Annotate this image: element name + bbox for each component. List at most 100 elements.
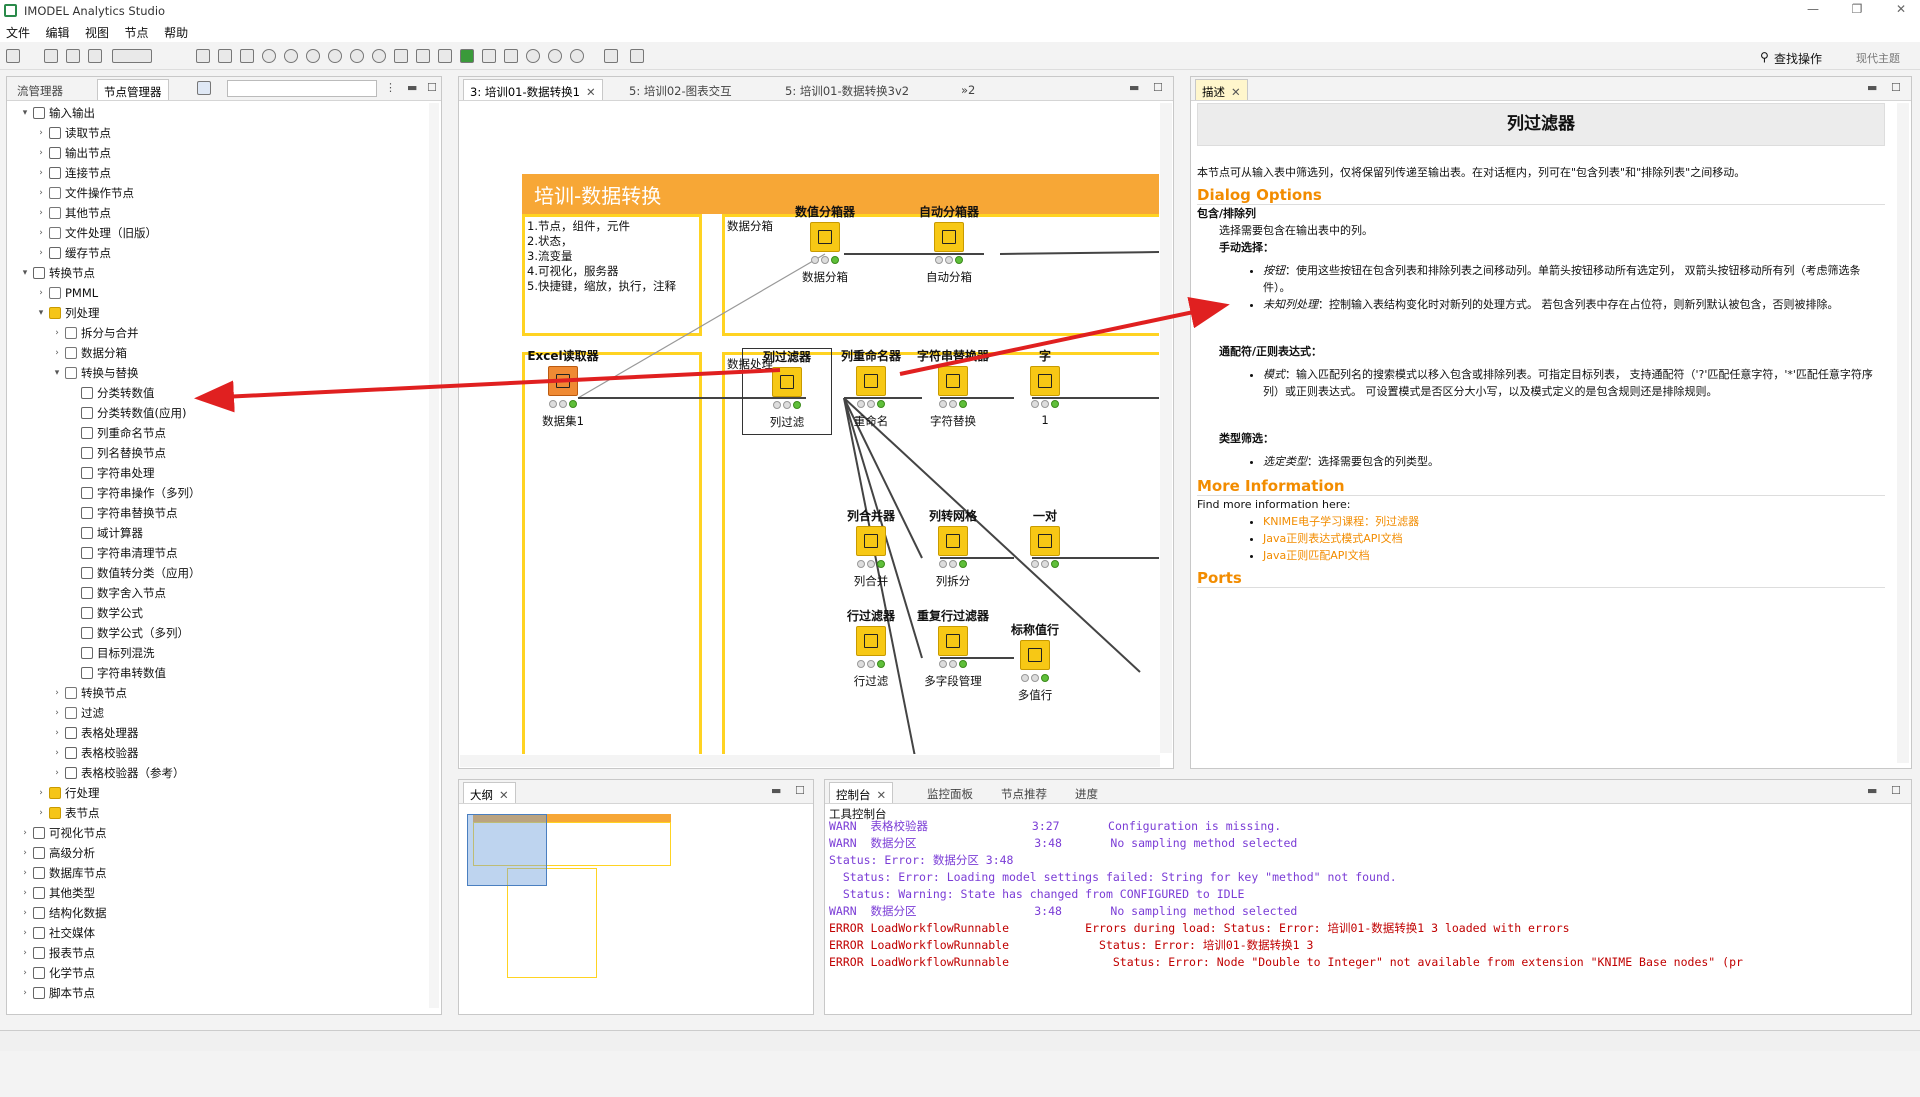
execute-step-icon[interactable]: [306, 49, 320, 63]
tab-flow-manager[interactable]: 流管理器: [11, 79, 69, 100]
tree-item[interactable]: 数字舍入节点: [67, 585, 166, 601]
tree-item[interactable]: ›表格处理器: [51, 725, 138, 741]
execute-icon[interactable]: [262, 49, 276, 63]
inspect-icon[interactable]: [438, 49, 452, 63]
chevron-down-icon[interactable]: ▾: [54, 368, 60, 378]
workflow-node[interactable]: 列合并器列合并: [826, 508, 916, 589]
tree-item[interactable]: ▾输入输出: [19, 105, 95, 121]
tree-item[interactable]: ›表格校验器（参考）: [51, 765, 184, 781]
tree-item[interactable]: ›可视化节点: [19, 825, 106, 841]
tree-item[interactable]: 数学公式（多列）: [67, 625, 189, 641]
chevron-right-icon[interactable]: ›: [55, 768, 59, 778]
cancel-all-icon[interactable]: [350, 49, 364, 63]
menu-file[interactable]: 文件: [6, 26, 31, 40]
tab-workflow-1[interactable]: 3: 培训01-数据转换1✕: [463, 79, 603, 100]
tree-item[interactable]: 列重命名节点: [67, 425, 166, 441]
search-icon[interactable]: ⚲: [1760, 50, 1769, 64]
close-outline-icon[interactable]: ✕: [499, 788, 509, 802]
save-all-icon[interactable]: [88, 49, 102, 63]
close-tab-icon[interactable]: ✕: [585, 85, 596, 99]
grid-icon[interactable]: [460, 49, 474, 63]
chevron-right-icon[interactable]: ›: [39, 788, 43, 798]
maximize-description-icon[interactable]: ☐: [1891, 81, 1901, 94]
chevron-right-icon[interactable]: ›: [39, 248, 43, 258]
tree-icon[interactable]: [240, 49, 254, 63]
tree-item[interactable]: ›PMML: [35, 285, 98, 301]
chevron-right-icon[interactable]: ›: [55, 708, 59, 718]
workflow-node[interactable]: 列转网格列拆分: [908, 508, 998, 589]
workflow-node[interactable]: 字符串替换器字符替换: [908, 348, 998, 429]
chevron-right-icon[interactable]: ›: [39, 208, 43, 218]
view-icon[interactable]: [416, 49, 430, 63]
tree-item[interactable]: ›表格校验器: [51, 745, 138, 761]
node-icon[interactable]: [856, 526, 886, 556]
cancel-icon[interactable]: [328, 49, 342, 63]
tree-item[interactable]: 域计算器: [67, 525, 143, 541]
workflow-node[interactable]: Excel读取器数据集1: [518, 348, 608, 429]
tab-outline[interactable]: 大纲✕: [463, 782, 516, 803]
tree-item[interactable]: ›脚本节点: [19, 985, 95, 1001]
maximize-panel-icon[interactable]: ☐: [427, 81, 437, 94]
chevron-right-icon[interactable]: ›: [23, 948, 27, 958]
zoom-select[interactable]: [112, 49, 152, 63]
node-icon[interactable]: [938, 526, 968, 556]
chevron-right-icon[interactable]: ›: [23, 828, 27, 838]
tree-item[interactable]: 字符串转数值: [67, 665, 166, 681]
panel-menu-icon[interactable]: ⋮: [385, 81, 396, 94]
workflow-node[interactable]: 自动分箱器自动分箱: [904, 204, 994, 285]
chevron-down-icon[interactable]: ▾: [22, 108, 28, 118]
minimize-editor-icon[interactable]: ▬: [1129, 81, 1140, 94]
layout-icon[interactable]: [218, 49, 232, 63]
save-icon[interactable]: [44, 49, 58, 63]
workflow-node[interactable]: 标称值行多值行: [990, 622, 1080, 703]
tab-monitor[interactable]: 监控面板: [921, 782, 979, 803]
menu-help[interactable]: 帮助: [164, 26, 189, 40]
minimize-outline-icon[interactable]: ▬: [771, 784, 782, 797]
configure-icon[interactable]: [394, 49, 408, 63]
tree-item[interactable]: ›报表节点: [19, 945, 95, 961]
tab-workflow-3[interactable]: 5: 培训01-数据转换3v2: [779, 79, 915, 100]
tree-item[interactable]: ›缓存节点: [35, 245, 111, 261]
node-icon[interactable]: [1030, 366, 1060, 396]
chevron-right-icon[interactable]: ›: [39, 128, 43, 138]
tree-scrollbar[interactable]: [429, 103, 439, 1008]
tree-item[interactable]: ›数据库节点: [19, 865, 106, 881]
menu-view[interactable]: 视图: [85, 26, 110, 40]
tab-recommend[interactable]: 节点推荐: [995, 782, 1053, 803]
chevron-right-icon[interactable]: ›: [55, 748, 59, 758]
pause-icon[interactable]: [548, 49, 562, 63]
minimize-panel-icon[interactable]: ▬: [407, 81, 418, 94]
annotation-title[interactable]: 培训-数据转换: [522, 174, 1159, 214]
tree-item[interactable]: 数值转分类（应用）: [67, 565, 201, 581]
execute-all-icon[interactable]: [284, 49, 298, 63]
chevron-right-icon[interactable]: ›: [39, 808, 43, 818]
tree-item[interactable]: ›文件操作节点: [35, 185, 134, 201]
chevron-right-icon[interactable]: ›: [55, 348, 59, 358]
tree-item[interactable]: 目标列混洗: [67, 645, 155, 661]
chevron-right-icon[interactable]: ›: [23, 988, 27, 998]
tree-item[interactable]: ›表节点: [35, 805, 99, 821]
outline-minimap[interactable]: [467, 814, 675, 982]
save-as-icon[interactable]: [66, 49, 80, 63]
tab-description[interactable]: 描述✕: [1195, 79, 1248, 100]
tree-item[interactable]: ›结构化数据: [19, 905, 106, 921]
node-icon[interactable]: [1020, 640, 1050, 670]
minimize-icon[interactable]: —: [1807, 2, 1819, 16]
loop-icon[interactable]: [526, 49, 540, 63]
node-icon[interactable]: [934, 222, 964, 252]
chevron-down-icon[interactable]: ▾: [22, 268, 28, 278]
menu-node[interactable]: 节点: [124, 26, 149, 40]
tree-item[interactable]: ›文件处理（旧版）: [35, 225, 157, 241]
minimize-console-icon[interactable]: ▬: [1867, 784, 1878, 797]
menu-edit[interactable]: 编辑: [45, 26, 70, 40]
chevron-right-icon[interactable]: ›: [39, 188, 43, 198]
workflow-node[interactable]: 列过滤器列过滤: [742, 348, 832, 435]
tree-item[interactable]: ›高级分析: [19, 845, 95, 861]
tree-item[interactable]: ›行处理: [35, 785, 99, 801]
node-icon[interactable]: [810, 222, 840, 252]
annotation-list[interactable]: 1.节点，组件，元件 2.状态， 3.流变量 4.可视化，服务器 5.快捷键，缩…: [522, 214, 702, 336]
tree-item[interactable]: ›拆分与合并: [51, 325, 138, 341]
outline-viewport[interactable]: [467, 814, 547, 886]
tree-item[interactable]: ›读取节点: [35, 125, 111, 141]
